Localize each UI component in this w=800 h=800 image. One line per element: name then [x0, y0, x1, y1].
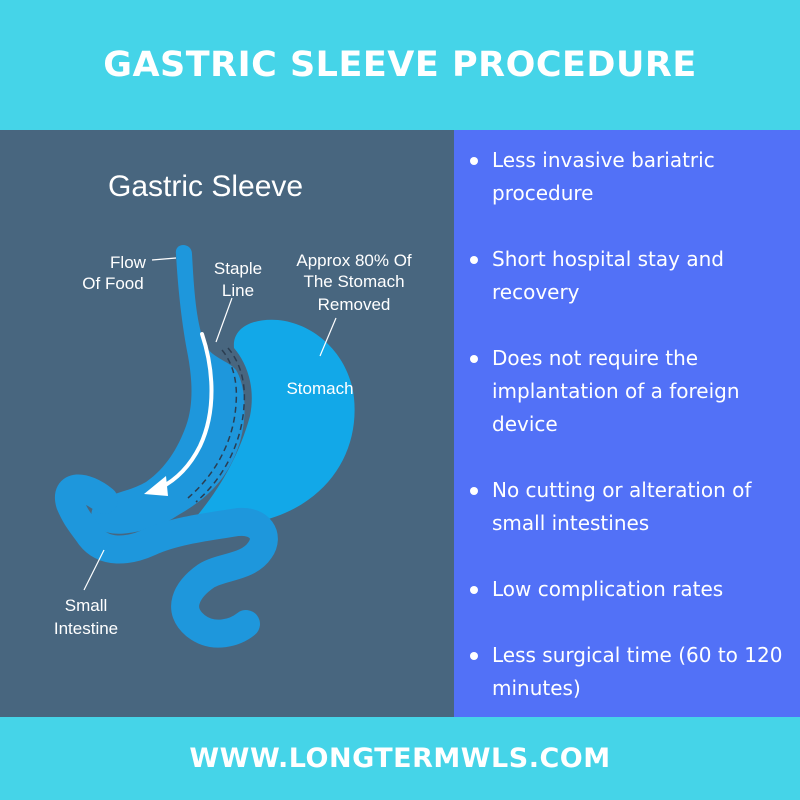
leader-removed: [319, 317, 337, 357]
removed-stomach-portion: [188, 319, 355, 527]
label-removed-line3: Removed: [318, 295, 391, 314]
benefit-item: Less surgical time (60 to 120 minutes): [468, 639, 788, 705]
benefit-line: Less surgical time (60 to 120: [492, 643, 783, 667]
benefit-item: No cutting or alteration of small intest…: [468, 474, 788, 540]
bullet-icon: [470, 586, 478, 594]
leader-staple: [215, 297, 233, 343]
benefit-item: Low complication rates: [468, 573, 788, 606]
leader-flow: [151, 257, 177, 261]
benefit-line: implantation of a foreign: [492, 379, 740, 403]
bullet-icon: [470, 157, 478, 165]
label-stomach: Stomach: [286, 379, 353, 398]
small-intestine: [55, 474, 278, 648]
stomach-sleeve: [91, 245, 245, 534]
bullet-icon: [470, 355, 478, 363]
label-flow-line1: Flow: [110, 253, 147, 272]
diagram-title: Gastric Sleeve: [108, 170, 303, 203]
benefit-item: Does not require the implantation of a f…: [468, 342, 788, 441]
benefit-line: procedure: [492, 181, 594, 205]
label-removed-line1: Approx 80% Of: [296, 251, 412, 270]
bullet-icon: [470, 256, 478, 264]
benefit-line: Short hospital stay and: [492, 247, 724, 271]
benefit-item: Less invasive bariatric procedure: [468, 144, 788, 210]
label-flow-line2: Of Food: [82, 274, 143, 293]
benefits-panel: Less invasive bariatric procedure Short …: [454, 130, 800, 717]
benefit-line: minutes): [492, 676, 581, 700]
label-staple-line2: Line: [222, 281, 254, 300]
staple-line-outer: [195, 347, 246, 503]
staple-line: [187, 349, 238, 499]
benefit-line: recovery: [492, 280, 580, 304]
flow-arrow-head: [144, 476, 168, 496]
benefit-line: No cutting or alteration of: [492, 478, 752, 502]
bullet-icon: [470, 487, 478, 495]
label-removed-line2: The Stomach: [303, 272, 404, 291]
benefit-line: Low complication rates: [492, 577, 724, 601]
diagram-panel: Gastric Sleeve Flow Of Food Staple Line …: [0, 130, 454, 717]
bullet-icon: [470, 652, 478, 660]
benefit-line: device: [492, 412, 558, 436]
footer-banner: WWW.LONGTERMWLS.COM: [0, 717, 800, 800]
page-title: GASTRIC SLEEVE PROCEDURE: [103, 45, 697, 85]
website-link[interactable]: WWW.LONGTERMWLS.COM: [189, 743, 611, 774]
leader-intestine: [83, 549, 105, 591]
label-staple-line1: Staple: [214, 259, 262, 278]
flow-arrow-shaft: [158, 332, 214, 490]
benefit-line: Less invasive bariatric: [492, 148, 715, 172]
gastric-sleeve-diagram: Gastric Sleeve Flow Of Food Staple Line …: [54, 170, 412, 648]
benefit-line: Does not require the: [492, 346, 699, 370]
label-intestine-line2: Intestine: [54, 619, 118, 638]
benefit-item: Short hospital stay and recovery: [468, 243, 788, 309]
header-banner: GASTRIC SLEEVE PROCEDURE: [0, 0, 800, 130]
label-intestine-line1: Small: [65, 596, 108, 615]
benefit-line: small intestines: [492, 511, 650, 535]
